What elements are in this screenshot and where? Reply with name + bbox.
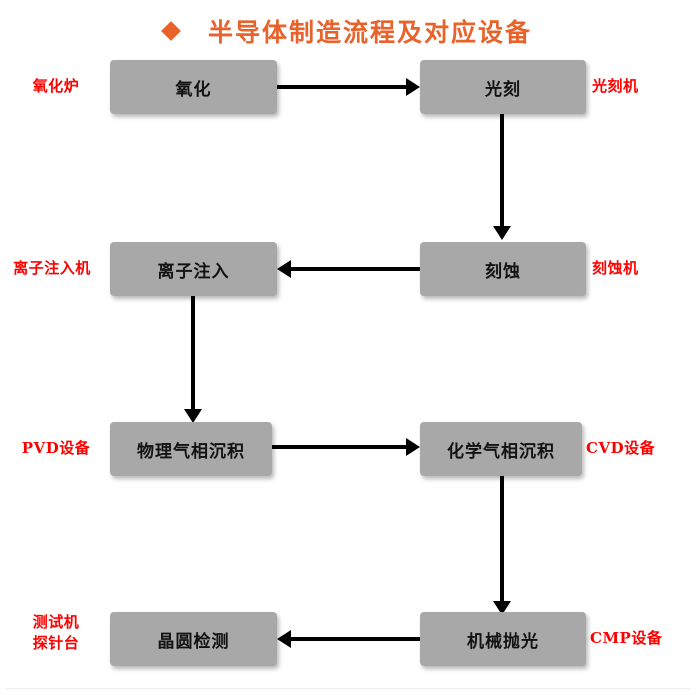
arrow-head-down bbox=[184, 409, 202, 423]
arrow-shaft bbox=[291, 267, 420, 271]
page-title: 半导体制造流程及对应设备 bbox=[207, 18, 532, 47]
process-box-cvd[interactable]: 化学气相沉积 bbox=[420, 422, 582, 476]
process-box-cmp[interactable]: 机械抛光 bbox=[420, 612, 586, 666]
arrow-shaft bbox=[500, 476, 504, 602]
process-label-photolithography: 光刻 bbox=[485, 79, 521, 100]
process-box-oxidation[interactable]: 氧化 bbox=[110, 60, 277, 114]
arrow-shaft bbox=[291, 637, 420, 641]
arrow-head-down bbox=[493, 601, 511, 615]
slide-bottom-divider bbox=[6, 688, 690, 689]
process-label-pvd: 物理气相沉积 bbox=[137, 441, 245, 462]
arrow-head-left bbox=[277, 260, 291, 278]
process-box-pvd[interactable]: 物理气相沉积 bbox=[110, 422, 272, 476]
arrow-shaft bbox=[500, 114, 504, 227]
process-label-cvd: 化学气相沉积 bbox=[447, 441, 555, 462]
process-label-wafer-inspection: 晶圆检测 bbox=[157, 631, 230, 652]
process-label-cmp: 机械抛光 bbox=[467, 631, 539, 652]
process-label-etching: 刻蚀 bbox=[485, 261, 521, 282]
process-label-oxidation: 氧化 bbox=[175, 79, 212, 100]
equipment-label-cvd: CVD设备 bbox=[586, 439, 656, 457]
process-box-ion-implantation[interactable]: 离子注入 bbox=[110, 242, 277, 296]
arrow-head-down bbox=[493, 226, 511, 240]
process-box-etching[interactable]: 刻蚀 bbox=[420, 242, 586, 296]
equipment-label-pvd: PVD设备 bbox=[21, 439, 91, 457]
equipment-label-wafer-inspection: 测试机 探针台 bbox=[32, 613, 80, 652]
arrow-shaft bbox=[191, 296, 195, 410]
slide-title: 半导体制造流程及对应设备 bbox=[0, 10, 696, 52]
process-label-ion-implantation: 离子注入 bbox=[157, 261, 230, 282]
process-box-photolithography[interactable]: 光刻 bbox=[420, 60, 586, 114]
equipment-label-oxidation: 氧化炉 bbox=[32, 77, 80, 95]
diamond-bullet-icon bbox=[161, 21, 181, 41]
process-box-wafer-inspection[interactable]: 晶圆检测 bbox=[110, 612, 277, 666]
equipment-label-ion-implantation: 离子注入机 bbox=[13, 259, 91, 277]
equipment-label-cmp: CMP设备 bbox=[590, 629, 663, 647]
arrow-head-left bbox=[277, 630, 291, 648]
equipment-label-etching: 刻蚀机 bbox=[592, 259, 639, 277]
arrow-shaft bbox=[277, 85, 407, 89]
equipment-label-photolithography: 光刻机 bbox=[592, 77, 639, 95]
arrow-head-right bbox=[406, 78, 420, 96]
arrow-shaft bbox=[272, 445, 407, 449]
arrow-head-right bbox=[406, 438, 420, 456]
